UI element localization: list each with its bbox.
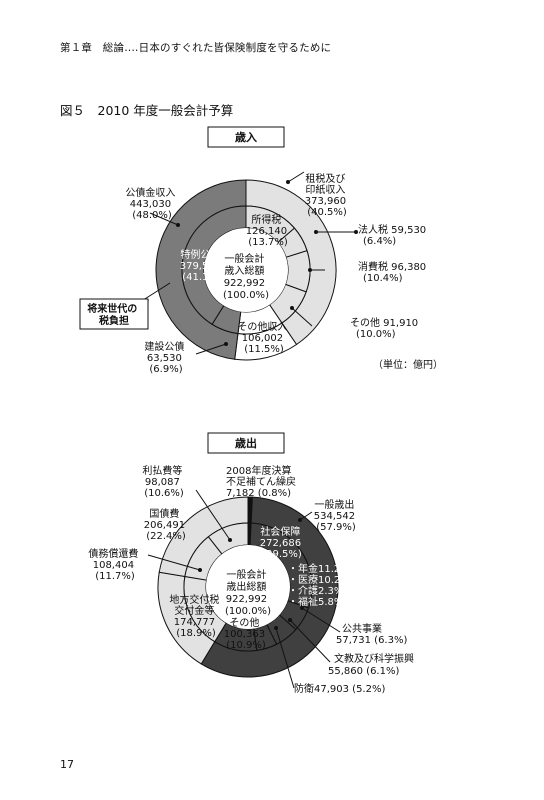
leader-public <box>300 606 341 633</box>
label-special: 特例公債 379,500 (41.1%) <box>180 248 225 283</box>
expenditure-title: 歳出 <box>235 436 257 450</box>
label-education: 文教及び科学振興 55,860 (6.1%) <box>328 652 417 677</box>
leader-bond <box>149 212 180 227</box>
revenue-chart: 歳入 一般会計 歳入総額 922,992 (100.0%) 租税及び 印紙収入 … <box>79 126 443 375</box>
label-consumption: 消費税 96,380 (10.4%) <box>358 260 429 284</box>
label-construction: 建設公債 63,530 (6.9%) <box>144 340 187 375</box>
expenditure-leaders <box>147 489 341 689</box>
label-bond-outer: 公債金収入 443,030 (48.0%) <box>125 186 178 221</box>
leader-construction <box>195 342 228 355</box>
leader-other-tax <box>290 306 313 327</box>
label-income: 所得税 126,140 (13.7%) <box>246 213 291 248</box>
callout-box <box>79 298 149 330</box>
running-head: 第１章 総論‥‥日本のすぐれた皆保険制度を守るために <box>60 42 332 54</box>
expenditure-title-box <box>207 432 285 454</box>
label-redemption: 債務償還費 108,404 (11.7%) <box>88 547 141 582</box>
expenditure-center-label: 一般会計 歳出総額 922,992 (100.0%) <box>225 568 271 617</box>
label-other-income: その他収入 106,002 (11.5%) <box>237 320 290 355</box>
leader-tax-outer <box>286 171 305 184</box>
expenditure-chart: 歳出 一般会計 歳出総額 922,992 (100.0%) 2008年度決算 不… <box>88 432 417 695</box>
revenue-center-label: 一般会計 歳入総額 922,992 (100.0%) <box>223 252 269 301</box>
label-social-breakdown: ・年金11.2% ・医療10.2% ・介護2.3% ・福祉5.8% <box>288 562 353 608</box>
leader-education <box>288 618 331 663</box>
label-general: 一般歳出 534,542 (57.9%) <box>314 498 359 533</box>
callout-text: 将来世代の 税負担 <box>87 302 140 327</box>
label-other-exp: その他 100,363 (10.9%) <box>224 616 269 651</box>
revenue-title: 歳入 <box>235 130 257 144</box>
label-deficit: 2008年度決算 不足補てん繰戻 7,182 (0.8%) <box>226 464 299 499</box>
label-defense: 防衛47,903 (5.2%) <box>294 682 385 695</box>
expenditure-center-disc <box>206 545 290 629</box>
label-interest: 利払費等 98,087 (10.6%) <box>142 464 185 499</box>
unit-note: （単位：億円） <box>373 358 443 371</box>
figure-title: 図５ 2010 年度一般会計予算 <box>60 103 234 118</box>
leader-redemption <box>147 554 202 572</box>
label-other-tax: その他 91,910 (10.0%) <box>350 316 421 340</box>
page-number: 17 <box>60 758 74 771</box>
leader-general <box>298 511 313 522</box>
revenue-title-box <box>207 126 285 148</box>
label-local: 地方交付税 交付金等 174,777 (18.9%) <box>169 593 222 639</box>
label-corp: 法人税 59,530 (6.4%) <box>358 223 429 247</box>
leader-defense <box>274 626 295 689</box>
leader-interest <box>195 489 232 542</box>
label-debt: 国債費 206,491 (22.4%) <box>144 507 189 542</box>
label-social: 社会保障 272,686 (29.5%) <box>260 525 305 560</box>
label-public: 公共事業 57,731 (6.3%) <box>336 622 407 646</box>
revenue-center-disc <box>204 228 288 312</box>
label-tax-outer: 租税及び 印紙収入 373,960 (40.5%) <box>305 172 350 218</box>
